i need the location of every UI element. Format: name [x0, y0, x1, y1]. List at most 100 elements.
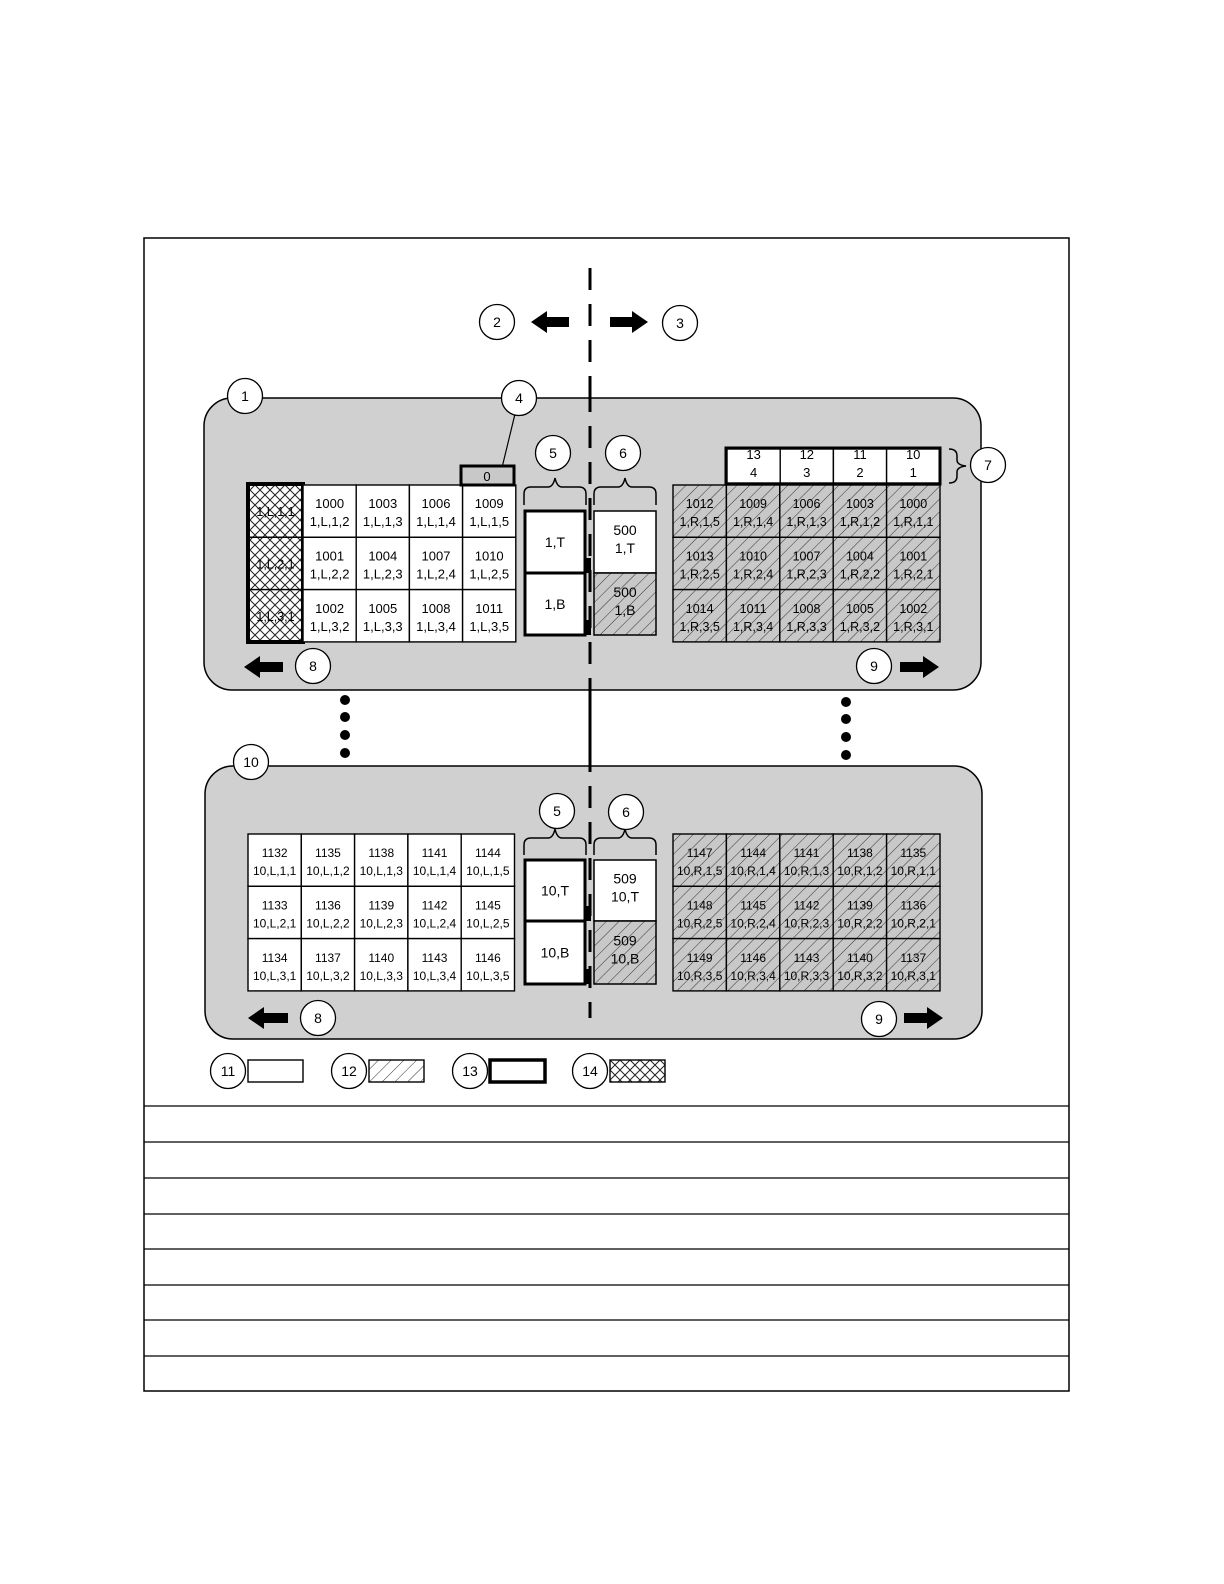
header-cell[interactable]: 123 — [779, 447, 835, 484]
cell-id: 1005 — [846, 602, 874, 616]
cell-address: 1,R,2,2 — [840, 567, 880, 581]
callout-number: 5 — [553, 803, 561, 819]
cell-id: 1006 — [422, 496, 451, 511]
cell-id: 1000 — [315, 496, 344, 511]
arrow-left-icon — [244, 656, 283, 678]
cell-address: 1,L,2,5 — [469, 566, 509, 581]
block-5-bottom[interactable]: 1,B — [523, 571, 587, 637]
cell-label: 10,B — [611, 951, 640, 967]
callout-8: 8 — [294, 647, 332, 685]
left-reserved-cell[interactable]: 1,L,1,1 — [248, 484, 303, 538]
cell-id: 1142 — [794, 898, 820, 912]
callout-10: 10 — [232, 743, 270, 781]
cell-label: 10,B — [541, 945, 570, 961]
block-5-top[interactable]: 1,T — [523, 509, 587, 575]
cell-address: 1,L,3,3 — [363, 619, 403, 634]
zero-label: 0 — [483, 469, 490, 484]
header-cell[interactable]: 134 — [726, 447, 781, 484]
left-reserved-cell[interactable]: 1,L,2,1 — [248, 536, 303, 591]
block-5-top[interactable]: 10,T — [523, 858, 587, 923]
cell-label: 1,B — [614, 602, 635, 618]
cell-id: 1000 — [899, 497, 927, 511]
header-cell[interactable]: 112 — [832, 447, 888, 484]
left-reserved-cell[interactable]: 1,L,3,1 — [248, 588, 303, 643]
header-cell[interactable]: 101 — [885, 447, 941, 484]
cell-id: 1135 — [900, 846, 926, 860]
cell-address: 10,R,1,5 — [677, 864, 723, 878]
cell-id: 1006 — [793, 497, 821, 511]
cell-address: 1,L,1,3 — [363, 514, 403, 529]
cell-id: 1142 — [422, 898, 448, 912]
cell-id: 1008 — [793, 602, 821, 616]
cell-id: 1139 — [847, 898, 873, 912]
block-5-bottom[interactable]: 10,B — [523, 919, 587, 986]
cell-id: 1010 — [739, 549, 767, 563]
callout-6: 6 — [607, 793, 645, 831]
cell-label: 1,T — [615, 540, 636, 556]
cell-label: 1,L,1,1 — [256, 505, 294, 519]
